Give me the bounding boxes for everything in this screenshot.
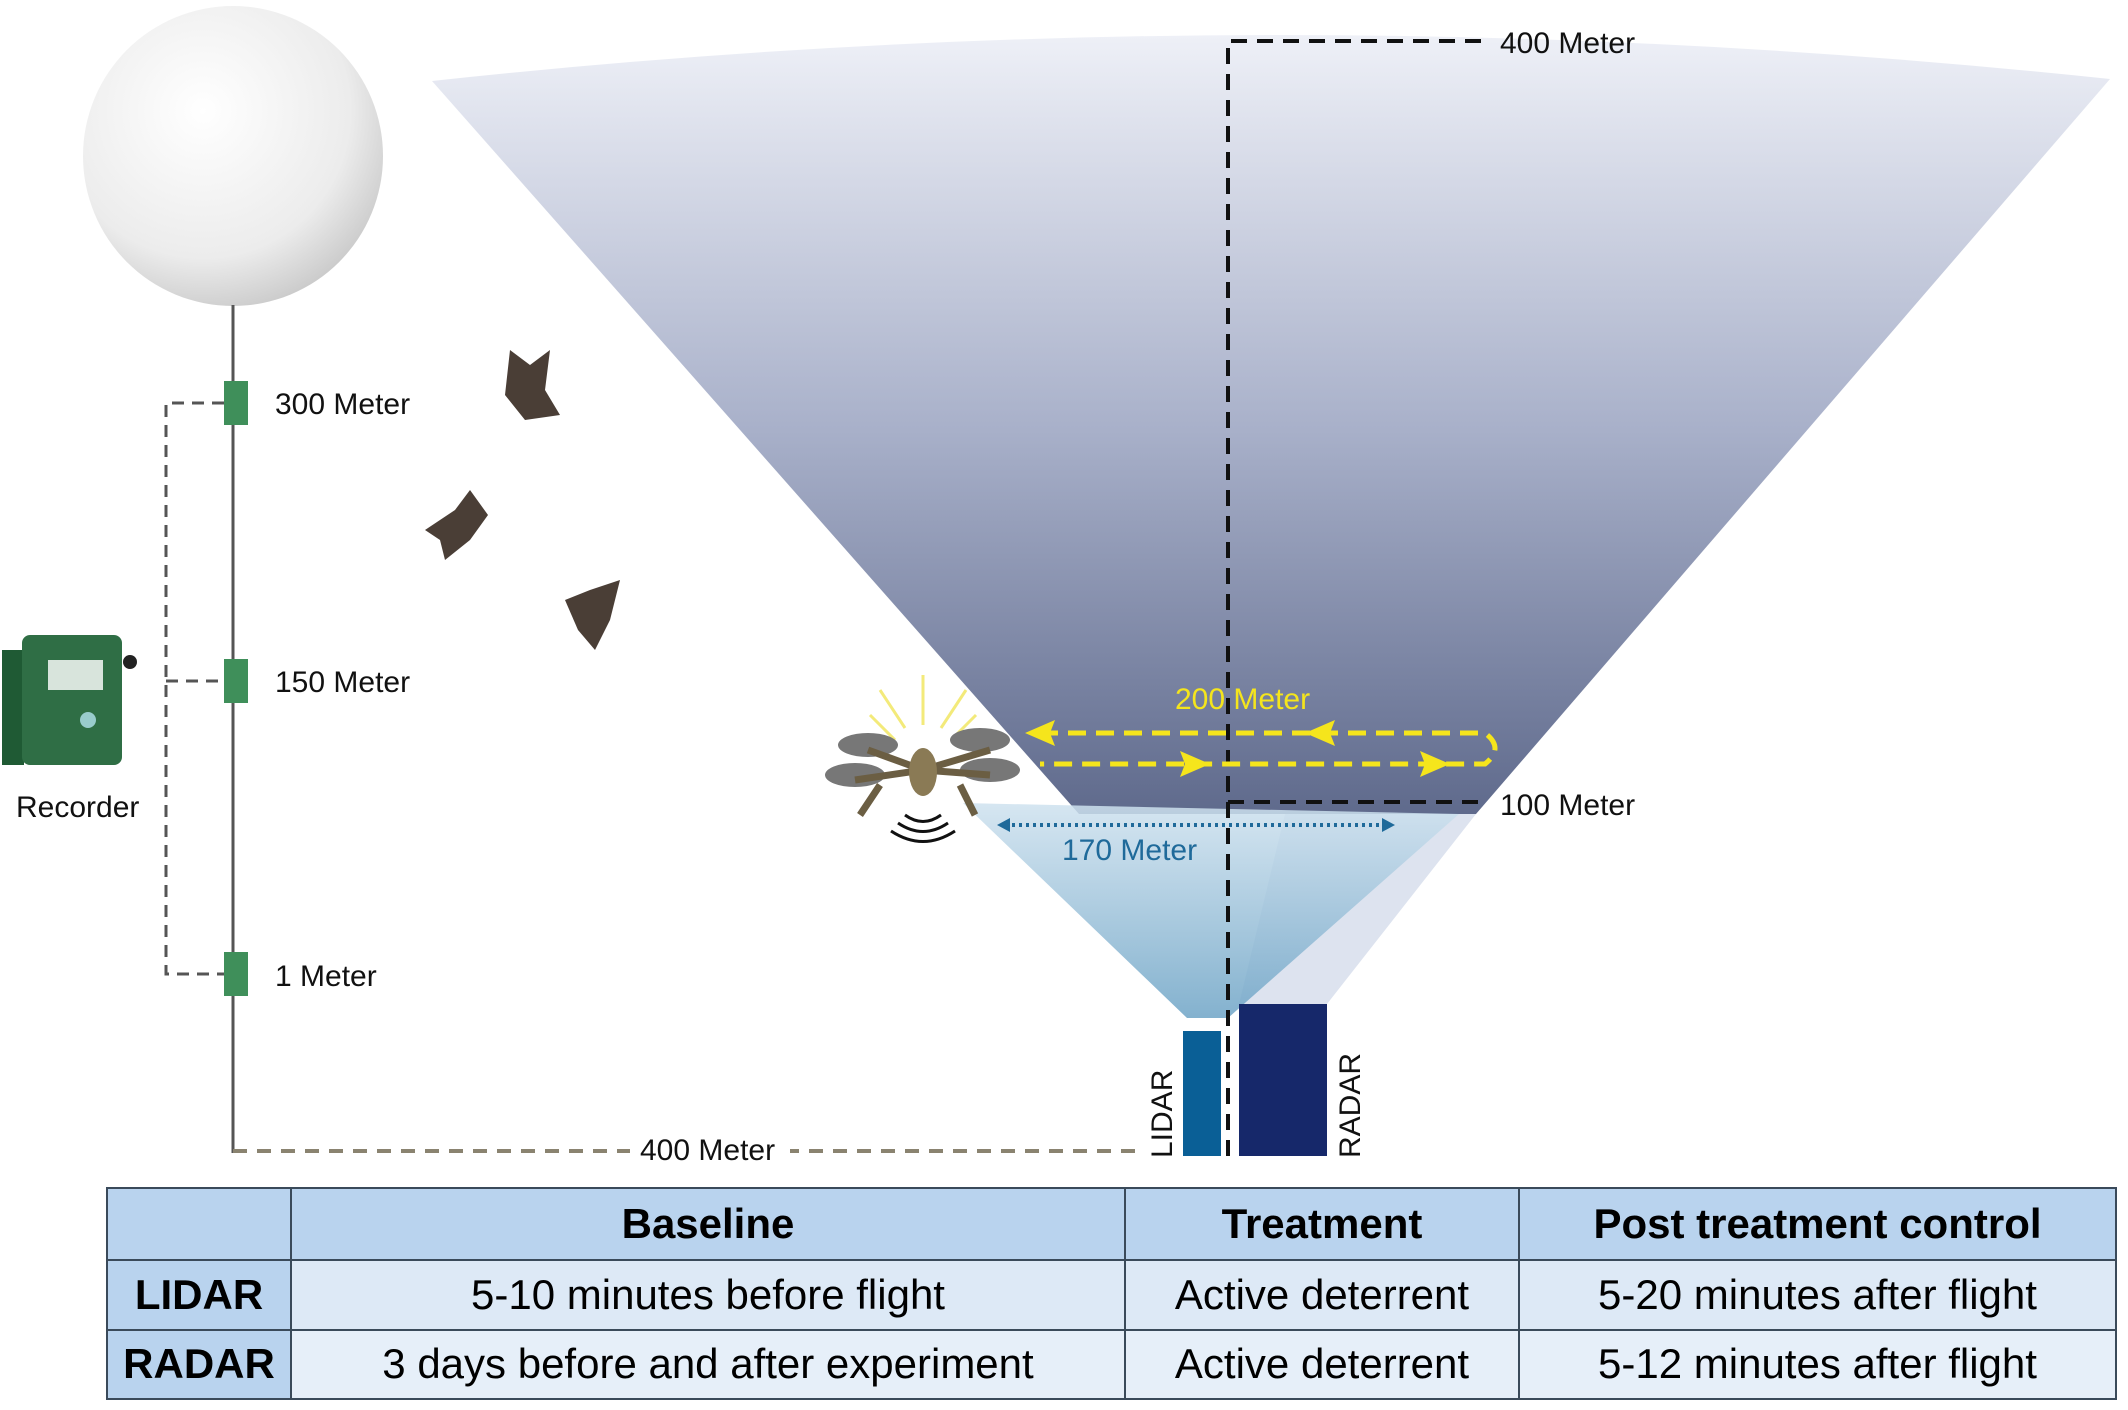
table-cell: Active deterrent	[1124, 1259, 1520, 1331]
sensor-1m	[224, 952, 248, 996]
drone-icon	[825, 675, 1020, 843]
cone-top-label: 400 Meter	[1500, 27, 1635, 60]
schedule-table: Baseline Treatment Post treatment contro…	[106, 1187, 2117, 1400]
radar-beam-cone	[432, 34, 2110, 814]
bat-icon	[565, 580, 620, 650]
bat-icons	[425, 350, 620, 650]
table-row: LIDAR 5-10 minutes before flight Active …	[106, 1259, 2117, 1331]
flight-arrow-icons	[1025, 720, 1450, 777]
table-header: Baseline	[290, 1187, 1126, 1261]
table-header: Treatment	[1124, 1187, 1520, 1261]
label-300m: 300 Meter	[275, 388, 410, 421]
table-cell: 3 days before and after experiment	[290, 1328, 1126, 1400]
sensor-300m	[224, 381, 248, 425]
row-header: RADAR	[106, 1328, 292, 1400]
cone-bottom-label: 100 Meter	[1500, 789, 1635, 822]
ground-distance-label: 400 Meter	[640, 1134, 775, 1167]
table-row: RADAR 3 days before and after experiment…	[106, 1328, 2117, 1400]
table-header-corner	[106, 1187, 292, 1261]
row-header: LIDAR	[106, 1259, 292, 1331]
balloon	[83, 6, 383, 306]
bat-icon	[425, 490, 488, 560]
table-cell: Active deterrent	[1124, 1328, 1520, 1400]
flight-width-label: 200 Meter	[1175, 683, 1310, 716]
table-cell: 5-12 minutes after flight	[1518, 1328, 2117, 1400]
table-header: Post treatment control	[1518, 1187, 2117, 1261]
label-150m: 150 Meter	[275, 666, 410, 699]
sensor-cable	[164, 401, 224, 976]
flight-path	[1040, 730, 1498, 767]
lidar-label: LIDAR	[1146, 1070, 1179, 1158]
sensor-150m	[224, 659, 248, 703]
lidar-instrument	[1183, 1031, 1221, 1156]
recorder-label: Recorder	[16, 791, 139, 824]
radar-instrument	[1239, 1004, 1327, 1156]
radar-label: RADAR	[1334, 1053, 1367, 1158]
lidar-width-label: 170 Meter	[1062, 834, 1197, 867]
height-line-400	[1226, 39, 1486, 1156]
table-header-row: Baseline Treatment Post treatment contro…	[106, 1187, 2117, 1261]
lidar-beam-cone	[963, 803, 1459, 1018]
acoustic-sensors	[224, 381, 248, 996]
table-cell: 5-10 minutes before flight	[290, 1259, 1126, 1331]
label-1m: 1 Meter	[275, 960, 377, 993]
bat-icon	[505, 350, 560, 420]
recorder-icon	[2, 635, 137, 765]
table-cell: 5-20 minutes after flight	[1518, 1259, 2117, 1331]
